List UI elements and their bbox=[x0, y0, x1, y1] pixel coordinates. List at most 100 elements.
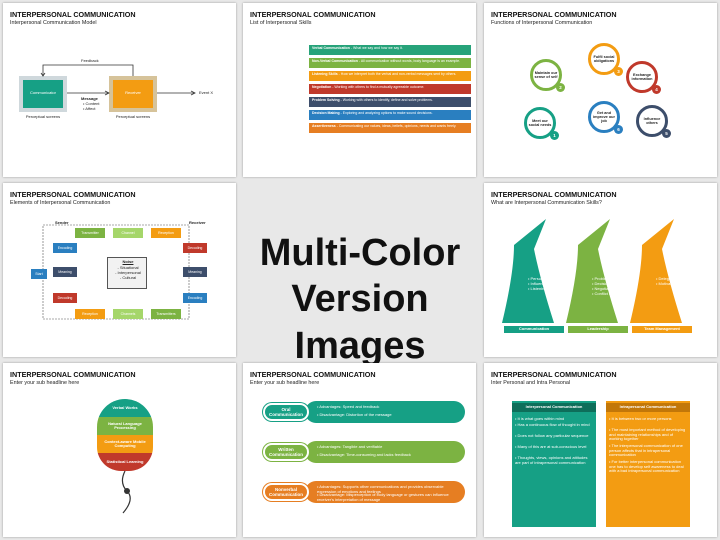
slide-elements[interactable]: INTERPERSONAL COMMUNICATION Elements of … bbox=[3, 183, 236, 357]
decoding-step-bottom: Decoding bbox=[53, 293, 77, 303]
skill-bullet: • Delegating bbox=[656, 276, 678, 281]
balloon-band: Context-aware Mobile Computing bbox=[97, 435, 153, 453]
slide-subtitle: What are Interpersonal Communication Ski… bbox=[491, 200, 602, 206]
list-item: • The most important method of developin… bbox=[609, 427, 686, 442]
skill-arrow-label: Leadership bbox=[568, 326, 628, 333]
center-line-2: Version Images bbox=[291, 278, 429, 367]
event-label: Event X bbox=[199, 90, 214, 95]
type-row bbox=[305, 441, 465, 463]
slide-title: INTERPERSONAL COMMUNICATION bbox=[10, 10, 136, 19]
type-row bbox=[305, 401, 465, 423]
balloon-string bbox=[121, 470, 131, 514]
slide-model[interactable]: INTERPERSONAL COMMUNICATION Interpersona… bbox=[3, 3, 236, 177]
skill-title: Verbal Communication bbox=[312, 46, 350, 50]
slide-functions[interactable]: INTERPERSONAL COMMUNICATION Functions of… bbox=[484, 3, 717, 177]
feedback-label: Feedback bbox=[81, 58, 99, 63]
type-label: Written Communication bbox=[263, 443, 309, 461]
type-row bbox=[305, 481, 465, 503]
slide-subtitle: Enter your sub headline here bbox=[10, 380, 80, 386]
meaning-step-left: Meaning bbox=[53, 267, 77, 277]
skill-item: Negotiation - Working with others to fin… bbox=[309, 84, 471, 94]
skill-title: Problem Solving bbox=[312, 98, 340, 102]
function-number: 6 bbox=[614, 125, 623, 134]
noise-item-1: - Situational bbox=[117, 265, 139, 270]
center-line-1: Multi-Color bbox=[259, 232, 461, 274]
receiver-label: Receiver bbox=[189, 220, 206, 225]
balloon-band: Natural Language Processing bbox=[97, 417, 153, 435]
slide-balloon[interactable]: INTERPERSONAL COMMUNICATION Enter your s… bbox=[3, 363, 236, 537]
skill-arrow-label: Communication bbox=[504, 326, 564, 333]
skill-text: - Communicating our values, ideas, belie… bbox=[335, 124, 457, 128]
function-number: 4 bbox=[652, 85, 661, 94]
reception-step-bottom: Reception bbox=[75, 309, 105, 319]
skill-title: Assertiveness bbox=[312, 124, 336, 128]
skill-item: Assertiveness - Communicating our values… bbox=[309, 123, 471, 133]
type-point: • Advantages: Supports other communicati… bbox=[317, 484, 444, 494]
communicator-box: Communicator bbox=[29, 90, 56, 95]
transmitter-step: Transmitter bbox=[75, 228, 105, 238]
function-label: Influence others bbox=[643, 117, 661, 125]
function-circle: Meet our social needs 1 bbox=[524, 107, 559, 140]
slide-title: INTERPERSONAL COMMUNICATION bbox=[10, 190, 136, 199]
slide-subtitle: Functions of Interpersonal Communication bbox=[491, 20, 593, 26]
list-item: • Has a continuous flow of thought in mi… bbox=[515, 422, 590, 427]
skill-bullet: • Motivating bbox=[656, 281, 677, 286]
slide-title: INTERPERSONAL COMMUNICATION bbox=[250, 370, 376, 379]
function-number: 1 bbox=[550, 131, 559, 140]
skill-title: Decision Making bbox=[312, 111, 340, 115]
skill-text: - All communication without words, body … bbox=[357, 59, 461, 63]
message-label: Message bbox=[81, 96, 98, 101]
skill-text: - Working with others to find a mutually… bbox=[331, 85, 425, 89]
list-item: • It is what goes within mind bbox=[515, 416, 565, 421]
slide-title: INTERPERSONAL COMMUNICATION bbox=[491, 190, 617, 199]
list-item: • Many of this are at sub-conscious leve… bbox=[515, 444, 587, 449]
skill-item: Verbal Communication - What we say and h… bbox=[309, 45, 471, 55]
slide-skills-arrows[interactable]: INTERPERSONAL COMMUNICATION What are Int… bbox=[484, 183, 717, 357]
function-label: Exchange information bbox=[631, 73, 653, 81]
function-number: 3 bbox=[614, 67, 623, 76]
type-point: • Advantages: Tangible and verifiable bbox=[317, 444, 383, 449]
slide-subtitle: Interpersonal Communication Model bbox=[10, 20, 97, 26]
start-tag: Start bbox=[31, 269, 47, 279]
skill-title: Negotiation bbox=[312, 85, 332, 89]
slide-subtitle: Inter Personal and Intra Personal bbox=[491, 380, 571, 386]
skills-arrows-shapes bbox=[502, 219, 682, 323]
noise-title: Noise bbox=[122, 259, 134, 264]
list-item: • Does not follow any particular sequenc… bbox=[515, 433, 589, 438]
skill-bullet: • Conflict Management bbox=[592, 291, 633, 296]
noise-item-3: - Cultural bbox=[119, 275, 137, 280]
skill-arrow-label: Team Management bbox=[632, 326, 692, 333]
noise-box: Noise - Situational - Interpersonal - Cu… bbox=[107, 257, 147, 289]
skill-title: Listening Skills bbox=[312, 72, 338, 76]
slide-skills-list[interactable]: INTERPERSONAL COMMUNICATION List of Inte… bbox=[243, 3, 476, 177]
type-label: Oral Communication bbox=[263, 403, 309, 421]
skill-bullet: • Decision Making bbox=[592, 281, 624, 286]
reception-step: Reception bbox=[151, 228, 181, 238]
list-item: • The interpersonal communication of one… bbox=[609, 443, 683, 458]
encoding-step-bottom: Encoding bbox=[183, 293, 207, 303]
skill-title: Non-Verbal Communication bbox=[312, 59, 358, 63]
slide-communication-types[interactable]: INTERPERSONAL COMMUNICATION Enter your s… bbox=[243, 363, 476, 537]
slide-title: INTERPERSONAL COMMUNICATION bbox=[491, 10, 617, 19]
noise-item-2: - Interpersonal bbox=[115, 270, 141, 275]
skill-bullet: • Listening bbox=[528, 286, 547, 291]
skill-text: - How we interpret both the verbal and n… bbox=[337, 72, 457, 76]
balloon-band: Statistical Learning bbox=[97, 453, 153, 471]
message-content: • Content bbox=[83, 101, 100, 106]
skill-item: Listening Skills - How we interpret both… bbox=[309, 71, 471, 81]
function-number: 5 bbox=[662, 129, 671, 138]
slide-title: INTERPERSONAL COMMUNICATION bbox=[10, 370, 136, 379]
meaning-step-right: Meaning bbox=[183, 267, 207, 277]
function-label: Meet our social needs bbox=[528, 119, 552, 127]
skill-bullet: • Negotiation bbox=[592, 286, 615, 291]
intrapersonal-column: Intrapersonal Communication • It is betw… bbox=[606, 401, 690, 527]
slide-subtitle: List of Interpersonal Skills bbox=[250, 20, 312, 26]
sender-label: Sender bbox=[55, 220, 69, 225]
perceptual-screens-left: Perceptual screens bbox=[25, 114, 61, 119]
slide-inter-intra[interactable]: INTERPERSONAL COMMUNICATION Inter Person… bbox=[484, 363, 717, 537]
list-item: • It is between two or more persons bbox=[609, 416, 672, 421]
interpersonal-column: Interpersonal Communication • It is what… bbox=[512, 401, 596, 527]
